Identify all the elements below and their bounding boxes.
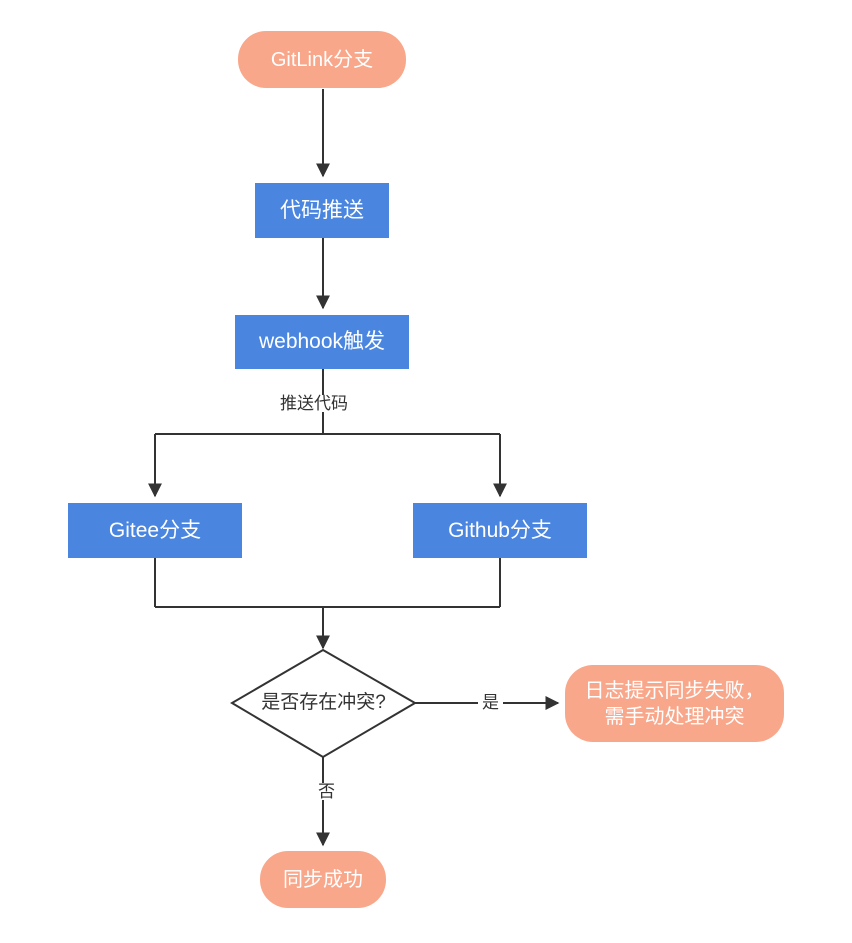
- node-gitee-branch[interactable]: Gitee分支: [68, 503, 242, 558]
- node-webhook-trigger[interactable]: webhook触发: [235, 315, 409, 369]
- node-conflict-decision[interactable]: 是否存在冲突?: [232, 650, 415, 757]
- node-gitee-branch-label: Gitee分支: [108, 518, 202, 542]
- node-code-push-label: 代码推送: [280, 198, 364, 222]
- node-github-branch-label: Github分支: [448, 518, 552, 542]
- node-sync-success-label: 同步成功: [283, 868, 363, 891]
- node-sync-failed-label: 日志提示同步失败， 需手动处理冲突: [584, 679, 765, 728]
- node-webhook-trigger-label: webhook触发: [258, 330, 386, 354]
- edge-label-yes: 是: [478, 694, 503, 711]
- node-gitlink-branch[interactable]: GitLink分支: [238, 31, 406, 88]
- node-github-branch[interactable]: Github分支: [413, 503, 587, 558]
- node-code-push[interactable]: 代码推送: [255, 183, 389, 238]
- node-conflict-decision-label: 是否存在冲突?: [261, 692, 386, 714]
- node-sync-success[interactable]: 同步成功: [260, 851, 386, 908]
- node-sync-failed[interactable]: 日志提示同步失败， 需手动处理冲突: [565, 665, 784, 742]
- node-gitlink-branch-label: GitLink分支: [270, 48, 374, 71]
- edge-label-no: 否: [314, 783, 339, 800]
- edge-label-push-code: 推送代码: [276, 395, 352, 412]
